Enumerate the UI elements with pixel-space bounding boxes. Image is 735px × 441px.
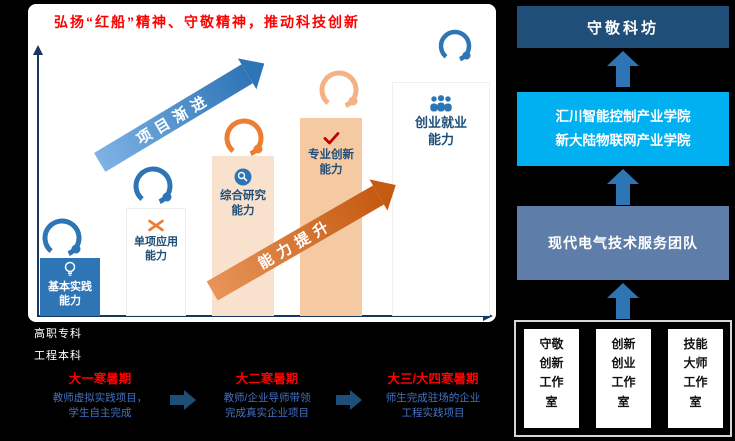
phase-desc-line2: 学生自主完成: [68, 407, 132, 420]
step-label: 综合研究能力: [219, 190, 266, 217]
loop-circle-icon: [42, 218, 82, 258]
phase-desc-line1: 教师虚拟实践项目，: [52, 392, 148, 404]
loop-circle-icon: [224, 118, 264, 158]
up-arrow-icon: [607, 51, 639, 87]
y-axis-arrowhead-icon: [33, 45, 43, 55]
panel-title: 弘扬“红船”精神、守敬精神，推动科技创新: [54, 14, 360, 30]
step-single-application-ability: 单项应用能力: [126, 208, 186, 316]
phase-junior-senior: 大三/大四寒暑期 师生完成驻场的企业 工程实践项目: [366, 368, 500, 436]
phase-sophomore: 大二寒暑期 教师/企业导师带领 完成真实企业项目: [200, 368, 334, 436]
lightbulb-icon: [64, 261, 76, 276]
workshop-box-label: 守敬科坊: [586, 19, 659, 37]
up-arrow-icon: [607, 283, 639, 319]
phase-title: 大一寒暑期: [68, 372, 132, 386]
step-basic-practice-ability: 基本实践能力: [40, 258, 100, 316]
loop-circle-icon: [133, 166, 173, 206]
step-label: 专业创新能力: [307, 149, 354, 176]
axis-label-vocational: 高职专科: [34, 328, 82, 340]
studio-box-skill-master: 技能大师工作室: [668, 329, 723, 428]
y-axis-line: [37, 54, 39, 316]
studio-box-shoujing-innovation: 守敬创新工作室: [524, 329, 579, 428]
phase-title: 大二寒暑期: [235, 372, 299, 386]
phase-title: 大三/大四寒暑期: [387, 372, 479, 386]
studio-label: 守敬创新工作室: [539, 337, 564, 409]
phase-freshman: 大一寒暑期 教师虚拟实践项目， 学生自主完成: [33, 368, 167, 436]
x-axis-line: [37, 315, 485, 317]
academy-line2: 新大陆物联网产业学院: [555, 133, 691, 148]
step-label: 创业就业能力: [414, 115, 467, 147]
phase-desc-line2: 工程实践项目: [401, 407, 465, 420]
right-arrow-icon: [170, 390, 196, 410]
right-arrow-icon: [336, 390, 362, 410]
crossed-tools-icon: [148, 219, 164, 232]
studios-container: [514, 320, 732, 437]
step-entrepreneurship-employment-ability: 创业就业能力: [392, 82, 490, 316]
checkmark-icon: [323, 132, 339, 145]
step-label: 单项应用能力: [134, 236, 178, 263]
studio-box-innovation-entrepreneurship: 创新创业工作室: [596, 329, 651, 428]
electric-tech-team-box: 现代电气技术服务团队: [517, 206, 729, 280]
x-axis-arrowhead-icon: [483, 311, 493, 321]
loop-circle-icon: [438, 29, 472, 63]
research-magnifier-icon: [234, 168, 252, 186]
academy-line1: 汇川智能控制产业学院: [555, 109, 691, 125]
axis-label-engineering: 工程本科: [34, 350, 82, 362]
phase-desc-line1: 师生完成驻场的企业: [385, 392, 481, 404]
studio-label: 技能大师工作室: [683, 337, 708, 409]
step-label: 基本实践能力: [48, 281, 92, 308]
people-group-icon: [430, 95, 452, 112]
phase-desc-line1: 教师/企业导师带领: [223, 392, 311, 404]
up-arrow-icon: [607, 169, 639, 205]
shoujing-workshop-box: 守敬科坊: [517, 6, 729, 48]
loop-circle-icon: [319, 70, 359, 110]
phase-desc-line2: 完成真实企业项目: [225, 407, 309, 420]
industry-academy-box: 汇川智能控制产业学院 新大陆物联网产业学院: [517, 92, 729, 166]
team-box-label: 现代电气技术服务团队: [548, 235, 698, 251]
studio-label: 创新创业工作室: [611, 337, 636, 409]
